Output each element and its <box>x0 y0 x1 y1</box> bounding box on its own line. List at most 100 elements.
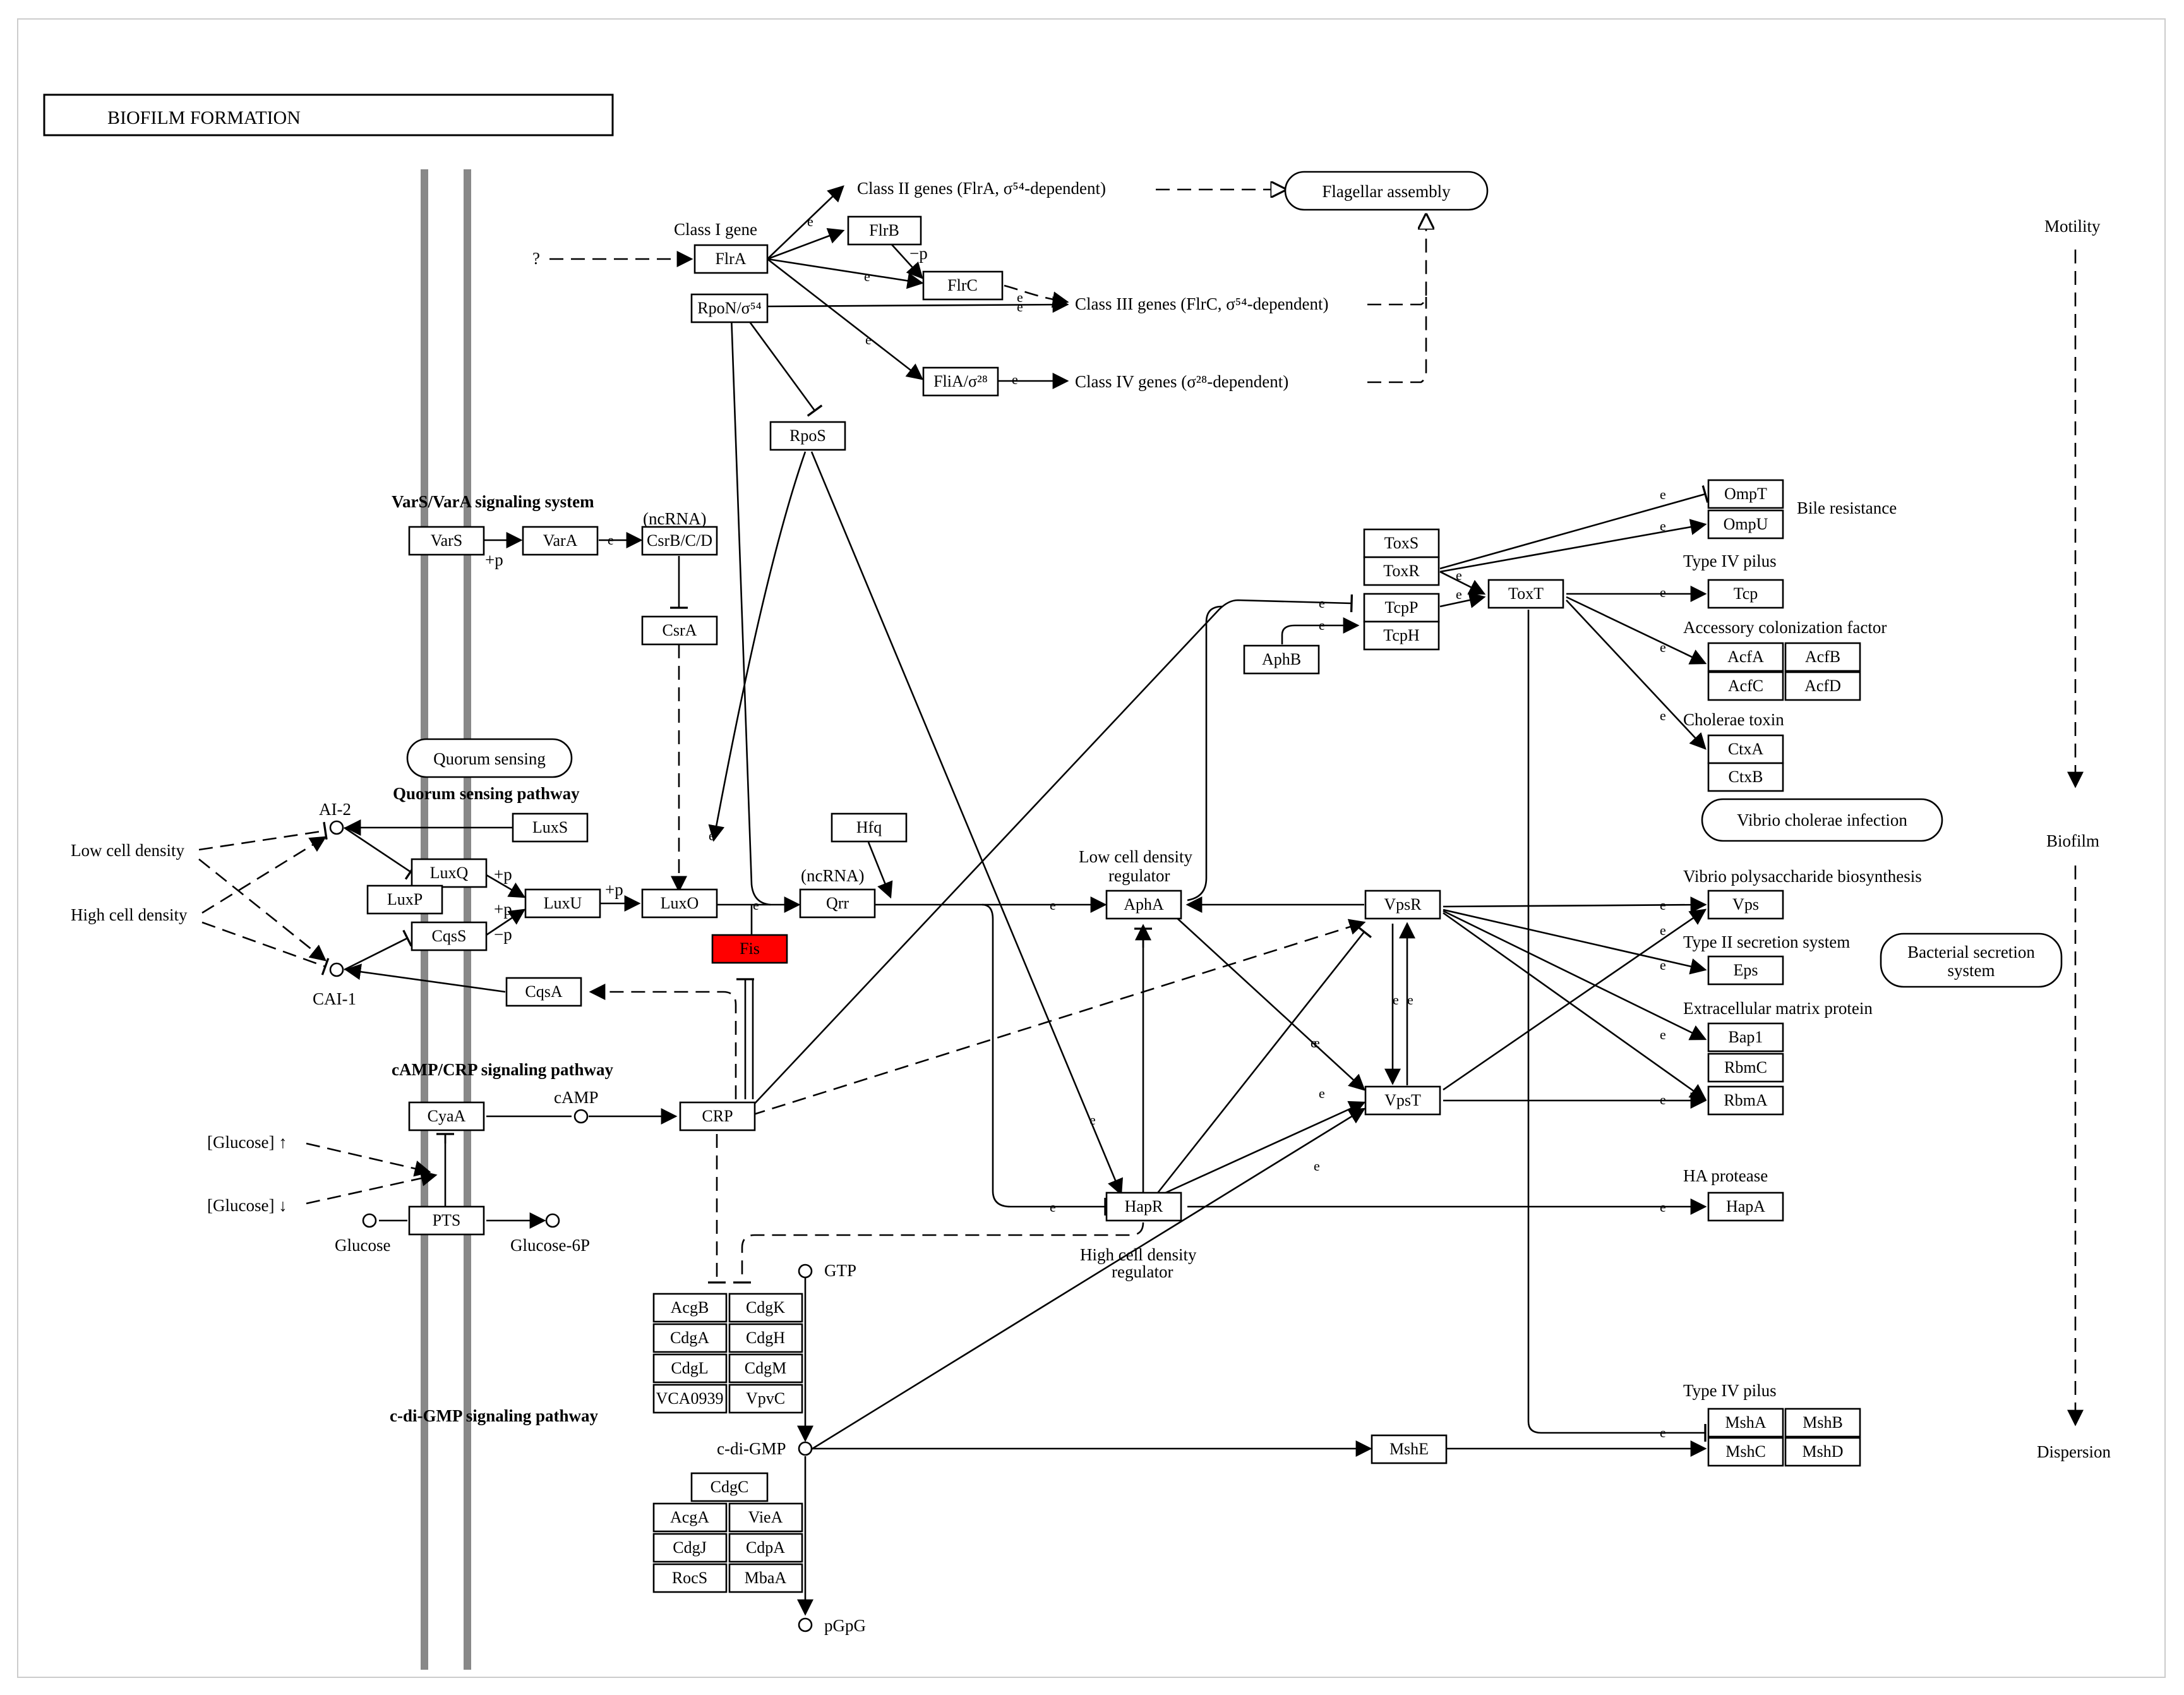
gene-cdgk[interactable]: CdgK <box>728 1293 803 1323</box>
svg-text:CdgC: CdgC <box>711 1478 749 1496</box>
gene-rpos[interactable]: RpoS <box>769 421 846 451</box>
map-link-bacterial-secretion-system[interactable]: Bacterial secretion system <box>1880 932 2063 988</box>
gene-tcpp[interactable]: TcpP <box>1363 593 1440 623</box>
gene-vca0939[interactable]: VCA0939 <box>652 1384 728 1414</box>
gene-vps[interactable]: Vps <box>1707 890 1784 920</box>
gene-csra[interactable]: CsrA <box>641 615 718 646</box>
compound-gtp[interactable] <box>798 1264 813 1279</box>
gene-toxt[interactable]: ToxT <box>1487 579 1564 609</box>
gene-cdgl[interactable]: CdgL <box>652 1353 728 1384</box>
gene-ompu[interactable]: OmpU <box>1707 509 1784 540</box>
gene-ctxa[interactable]: CtxA <box>1707 734 1784 764</box>
gene-toxr[interactable]: ToxR <box>1363 556 1440 586</box>
label-high-reg-2: regulator <box>1112 1262 1173 1281</box>
gene-cqsa[interactable]: CqsA <box>505 977 582 1007</box>
gene-hfq[interactable]: Hfq <box>831 812 908 843</box>
svg-text:FlrC: FlrC <box>947 276 978 294</box>
map-link-flagellar-assembly[interactable]: Flagellar assembly <box>1284 171 1489 211</box>
gene-acgb[interactable]: AcgB <box>652 1293 728 1323</box>
gene-flra[interactable]: FlrA <box>693 244 769 274</box>
gene-flrb[interactable]: FlrB <box>847 215 922 246</box>
gene-acga[interactable]: AcgA <box>652 1502 728 1533</box>
gene-hapa[interactable]: HapA <box>1707 1191 1784 1222</box>
gene-luxp[interactable]: LuxP <box>366 884 443 915</box>
label-cai1: CAI-1 <box>313 989 356 1008</box>
gene-toxs[interactable]: ToxS <box>1363 528 1440 558</box>
gene-mbaa[interactable]: MbaA <box>728 1563 803 1593</box>
gene-rbmc[interactable]: RbmC <box>1707 1053 1784 1083</box>
compound-pgpg[interactable] <box>798 1617 813 1632</box>
gene-cqss[interactable]: CqsS <box>411 921 488 951</box>
compound-glucose6p[interactable] <box>545 1213 560 1228</box>
svg-text:ToxT: ToxT <box>1508 584 1544 603</box>
gene-mshd[interactable]: MshD <box>1784 1437 1861 1467</box>
label-high-density: High cell density <box>71 905 188 924</box>
gene-fis[interactable]: Fis <box>711 934 788 964</box>
heading-vars-vara: VarS/VarA signaling system <box>392 492 594 511</box>
gene-ctxb[interactable]: CtxB <box>1707 762 1784 792</box>
gene-vpst[interactable]: VpsT <box>1364 1085 1441 1116</box>
gene-cdgj[interactable]: CdgJ <box>652 1533 728 1563</box>
gene-viea[interactable]: VieA <box>728 1502 803 1533</box>
gene-acfd[interactable]: AcfD <box>1784 671 1861 701</box>
gene-vpvc[interactable]: VpvC <box>728 1384 803 1414</box>
gene-cdpa[interactable]: CdpA <box>728 1533 803 1563</box>
gene-cdgc[interactable]: CdgC <box>690 1472 769 1502</box>
compound-camp[interactable] <box>573 1109 589 1124</box>
gene-acfc[interactable]: AcfC <box>1707 671 1784 701</box>
label-acf: Accessory colonization factor <box>1683 618 1887 637</box>
gene-mshe[interactable]: MshE <box>1371 1434 1448 1464</box>
svg-text:VarS: VarS <box>431 531 463 550</box>
gene-hapr[interactable]: HapR <box>1105 1191 1182 1222</box>
gene-luxs[interactable]: LuxS <box>512 812 589 843</box>
svg-text:e: e <box>1660 1199 1666 1215</box>
gene-csrbcd[interactable]: CsrB/C/D <box>641 526 718 556</box>
gene-apha[interactable]: AphA <box>1105 890 1182 920</box>
gene-rpon[interactable]: RpoN/σ⁵⁴ <box>690 293 769 323</box>
gene-vara[interactable]: VarA <box>522 526 599 556</box>
map-link-quorum-sensing[interactable]: Quorum sensing <box>406 738 573 778</box>
svg-text:MshB: MshB <box>1803 1413 1843 1432</box>
gene-pts[interactable]: PTS <box>408 1205 485 1236</box>
compound-cai1[interactable] <box>329 962 344 977</box>
gene-rocs[interactable]: RocS <box>652 1563 728 1593</box>
gene-qrr[interactable]: Qrr <box>799 888 876 919</box>
svg-text:VpsR: VpsR <box>1384 895 1422 914</box>
cell-membrane <box>421 169 471 1670</box>
svg-text:e: e <box>1660 1425 1666 1440</box>
compound-glucose[interactable] <box>362 1213 377 1228</box>
compound-cdigmp[interactable] <box>798 1441 813 1456</box>
gene-vars[interactable]: VarS <box>408 526 485 556</box>
gene-rbma[interactable]: RbmA <box>1707 1085 1784 1116</box>
gene-mshc[interactable]: MshC <box>1707 1437 1784 1467</box>
gene-mshb[interactable]: MshB <box>1784 1408 1861 1438</box>
gene-crp[interactable]: CRP <box>679 1101 756 1131</box>
compound-ai2[interactable] <box>329 820 344 835</box>
label-p6: −p <box>494 925 512 944</box>
gene-aphb[interactable]: AphB <box>1243 644 1320 675</box>
gene-flrc[interactable]: FlrC <box>922 270 1004 301</box>
svg-text:AcgB: AcgB <box>671 1298 709 1317</box>
gene-eps[interactable]: Eps <box>1707 955 1784 986</box>
gene-flia[interactable]: FliA/σ²⁸ <box>922 366 999 397</box>
gene-cyaa[interactable]: CyaA <box>408 1101 485 1131</box>
gene-tcph[interactable]: TcpH <box>1363 620 1440 651</box>
gene-vpsr[interactable]: VpsR <box>1364 890 1441 920</box>
gene-cdgm[interactable]: CdgM <box>728 1353 803 1384</box>
gene-cdga[interactable]: CdgA <box>652 1323 728 1353</box>
gene-cdgh[interactable]: CdgH <box>728 1323 803 1353</box>
label-low-reg-2: regulator <box>1108 866 1170 885</box>
gene-acfa[interactable]: AcfA <box>1707 642 1784 672</box>
gene-ompt[interactable]: OmpT <box>1707 479 1784 509</box>
gene-msha[interactable]: MshA <box>1707 1408 1784 1438</box>
gene-luxu[interactable]: LuxU <box>524 888 601 919</box>
map-link-vibrio-cholerae-infection[interactable]: Vibrio cholerae infection <box>1701 798 1943 842</box>
gene-bap1[interactable]: Bap1 <box>1707 1022 1784 1053</box>
gene-luxq[interactable]: LuxQ <box>411 858 488 888</box>
gene-acfb[interactable]: AcfB <box>1784 642 1861 672</box>
gene-luxo[interactable]: LuxO <box>641 888 718 919</box>
gene-tcp[interactable]: Tcp <box>1707 579 1784 609</box>
svg-text:FlrA: FlrA <box>715 250 746 268</box>
